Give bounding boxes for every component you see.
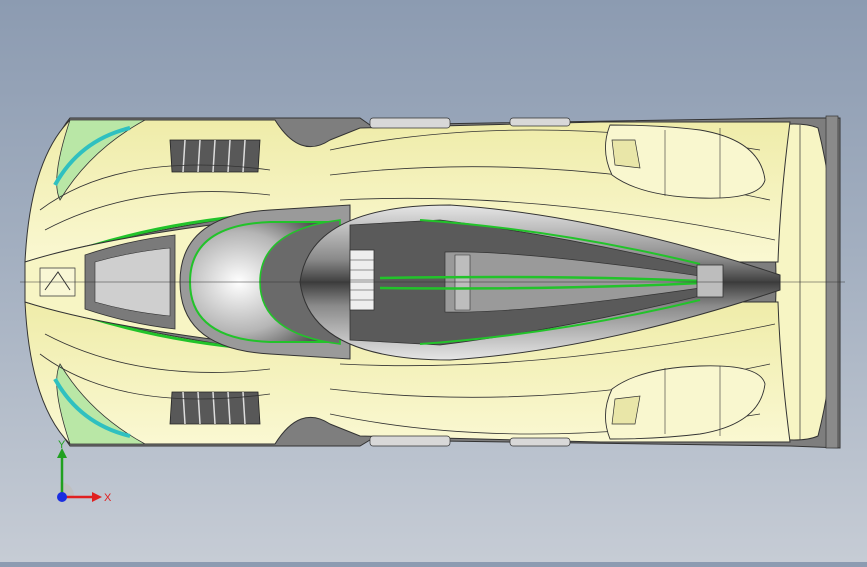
x-axis-label: X — [104, 492, 112, 504]
z-axis-dot-icon — [57, 492, 67, 502]
y-axis-label: Y — [58, 440, 66, 451]
coordinate-triad: Y X — [40, 439, 120, 510]
vent-top — [169, 139, 261, 173]
x-axis-arrow-icon — [92, 492, 102, 502]
y-axis-arrow-icon — [57, 448, 67, 458]
